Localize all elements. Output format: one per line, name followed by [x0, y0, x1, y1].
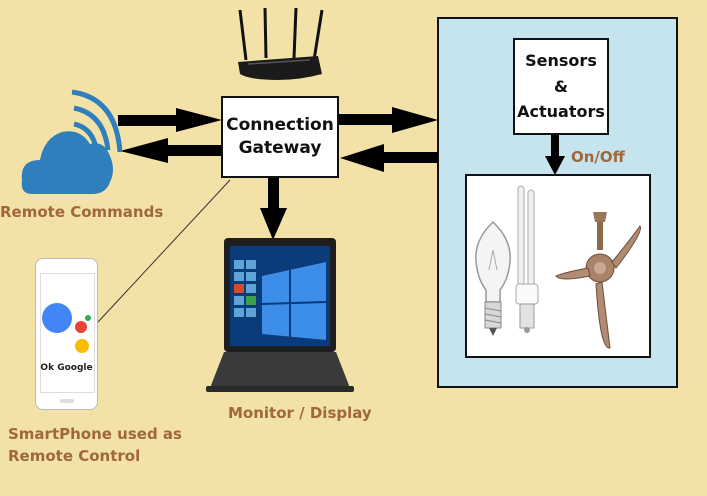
- arrow-cloud-to-gateway: [118, 108, 222, 132]
- phone-label: SmartPhone used as Remote Control: [8, 424, 182, 468]
- google-assistant-icon: [40, 299, 95, 359]
- cloud-label: Remote Commands: [0, 203, 164, 221]
- phone-label-line1: SmartPhone used as: [8, 425, 182, 443]
- cfl-bulb-icon: [515, 185, 539, 333]
- arrow-panel-to-gateway: [340, 144, 438, 172]
- phone-screen-text: Ok Google: [40, 363, 93, 373]
- on-off-label: On/Off: [571, 148, 625, 166]
- arrow-gateway-to-panel: [338, 107, 438, 133]
- bulb-icon: [475, 220, 511, 336]
- link-gateway-to-phone: [97, 179, 231, 323]
- sensors-label-line1: Sensors: [525, 51, 597, 71]
- sensors-label-line2: &: [554, 76, 568, 96]
- arrow-sensors-to-appliances: [545, 134, 565, 175]
- phone-label-line2: Remote Control: [8, 446, 141, 465]
- gateway-label-line1: Connection: [226, 115, 334, 136]
- connection-gateway-box: Connection Gateway: [221, 96, 339, 178]
- smartphone-icon: Ok Google: [35, 258, 98, 410]
- arrow-gateway-to-laptop: [260, 178, 287, 240]
- sensors-label-line3: Actuators: [517, 102, 605, 122]
- sensors-actuators-box: Sensors & Actuators: [513, 38, 609, 135]
- ceiling-fan-icon: [555, 212, 641, 349]
- laptop-label: Monitor / Display: [228, 404, 372, 422]
- gateway-label-line2: Gateway: [238, 138, 322, 158]
- arrow-gateway-to-cloud: [120, 138, 222, 163]
